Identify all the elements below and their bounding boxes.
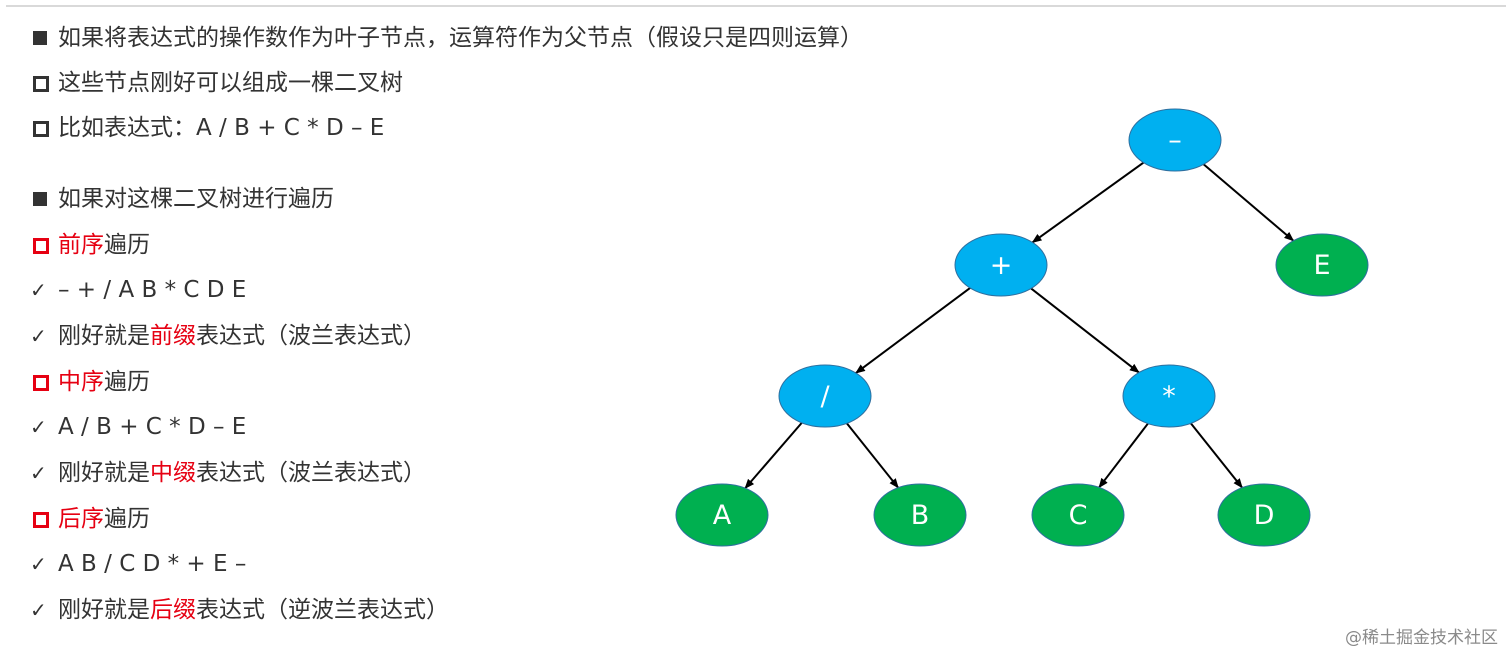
checkmark-icon (30, 593, 58, 627)
tree-node-divide: / (778, 364, 872, 428)
tree-node-label: * (1162, 381, 1176, 412)
bullet-text: 比如表达式：A / B + C * D – E (58, 115, 385, 141)
hollow-square-bullet-icon (30, 66, 58, 100)
tree-node-D: D (1217, 483, 1311, 547)
bullet-text: 这些节点刚好可以组成一棵二叉树 (58, 70, 403, 96)
tree-node-shape (1122, 364, 1216, 428)
tree-edge-minus-E (1202, 163, 1295, 242)
red-hollow-square-bullet-icon (30, 365, 58, 399)
tree-node-shape (778, 364, 872, 428)
top-divider (6, 5, 1506, 7)
highlight-text: 前缀 (150, 323, 196, 349)
bullet-list: 如果将表达式的操作数作为叶子节点，运算符作为父节点（假设只是四则运算） 这些节点… (30, 0, 930, 666)
bullet-line-3: 比如表达式：A / B + C * D – E (30, 111, 384, 145)
bullet-text: 遍历 (104, 506, 150, 532)
tree-node-label: B (911, 500, 930, 531)
watermark-text: @稀土掘金技术社区 (1345, 628, 1498, 648)
bullet-text: A / B + C * D – E (58, 414, 247, 440)
bullet-line-postfix-note: 刚好就是 后缀 表达式（逆波兰表达式） (30, 593, 449, 627)
filled-square-bullet-icon (30, 21, 58, 55)
tree-edge-divide-B (846, 422, 899, 489)
tree-edge-divide-A (744, 422, 803, 489)
checkmark-icon (30, 319, 58, 353)
bullet-text: 刚好就是 (58, 460, 150, 486)
highlight-text: 中缀 (150, 460, 196, 486)
bullet-text: – + / A B * C D E (58, 277, 247, 303)
bullet-line-inorder: 中序 遍历 (30, 365, 150, 399)
tree-node-A: A (675, 483, 769, 547)
red-hollow-square-bullet-icon (30, 502, 58, 536)
highlight-text: 后缀 (150, 597, 196, 623)
bullet-text: 刚好就是 (58, 323, 150, 349)
highlight-text: 前序 (58, 232, 104, 258)
checkmark-icon (30, 456, 58, 490)
tree-node-label: / (820, 381, 830, 412)
bullet-text: 表达式（波兰表达式） (196, 323, 426, 349)
filled-square-bullet-icon (30, 182, 58, 216)
tree-node-shape (675, 483, 769, 547)
tree-node-plus: + (954, 233, 1048, 297)
tree-node-label: D (1254, 500, 1275, 531)
tree-edge-times-D (1190, 422, 1243, 489)
bullet-text: 如果对这棵二叉树进行遍历 (58, 186, 334, 212)
bullet-line-prefix-note: 刚好就是 前缀 表达式（波兰表达式） (30, 319, 426, 353)
tree-node-B: B (873, 483, 967, 547)
bullet-line-inorder-result: A / B + C * D – E (30, 410, 246, 444)
bullet-text: 表达式（波兰表达式） (196, 460, 426, 486)
tree-node-shape (954, 233, 1048, 297)
tree-node-label: E (1313, 250, 1330, 281)
checkmark-icon (30, 410, 58, 444)
tree-node-shape (1128, 108, 1222, 172)
bullet-text: A B / C D * + E – (58, 551, 247, 577)
highlight-text: 后序 (58, 506, 104, 532)
tree-node-times: * (1122, 364, 1216, 428)
tree-edge-plus-times (1030, 287, 1140, 374)
tree-node-shape (1217, 483, 1311, 547)
checkmark-icon (30, 547, 58, 581)
tree-node-E: E (1275, 233, 1369, 297)
bullet-line-postorder: 后序 遍历 (30, 502, 150, 536)
bullet-line-preorder-result: – + / A B * C D E (30, 273, 246, 307)
tree-node-shape (873, 483, 967, 547)
red-hollow-square-bullet-icon (30, 228, 58, 262)
tree-node-shape (1275, 233, 1369, 297)
checkmark-icon (30, 273, 58, 307)
tree-node-shape (1031, 483, 1125, 547)
bullet-text: 遍历 (104, 232, 150, 258)
bullet-line-preorder: 前序 遍历 (30, 228, 150, 262)
tree-node-label: + (990, 250, 1013, 281)
bullet-line-1: 如果将表达式的操作数作为叶子节点，运算符作为父节点（假设只是四则运算） (30, 21, 863, 55)
bullet-line-infix-note: 刚好就是 中缀 表达式（波兰表达式） (30, 456, 426, 490)
bullet-text: 遍历 (104, 369, 150, 395)
tree-node-minus: – (1128, 108, 1222, 172)
highlight-text: 中序 (58, 369, 104, 395)
tree-node-label: – (1168, 125, 1182, 156)
tree-node-C: C (1031, 483, 1125, 547)
bullet-line-4: 如果对这棵二叉树进行遍历 (30, 182, 334, 216)
tree-node-label: C (1069, 500, 1088, 531)
bullet-text: 刚好就是 (58, 597, 150, 623)
bullet-line-2: 这些节点刚好可以组成一棵二叉树 (30, 66, 403, 100)
bullet-text: 如果将表达式的操作数作为叶子节点，运算符作为父节点（假设只是四则运算） (58, 25, 863, 51)
hollow-square-bullet-icon (30, 111, 58, 145)
tree-node-label: A (713, 500, 732, 531)
tree-edge-minus-plus (1031, 161, 1145, 244)
tree-edge-plus-divide (855, 287, 971, 374)
bullet-text: 表达式（逆波兰表达式） (196, 597, 449, 623)
tree-edge-times-C (1098, 422, 1149, 489)
bullet-line-postorder-result: A B / C D * + E – (30, 547, 246, 581)
